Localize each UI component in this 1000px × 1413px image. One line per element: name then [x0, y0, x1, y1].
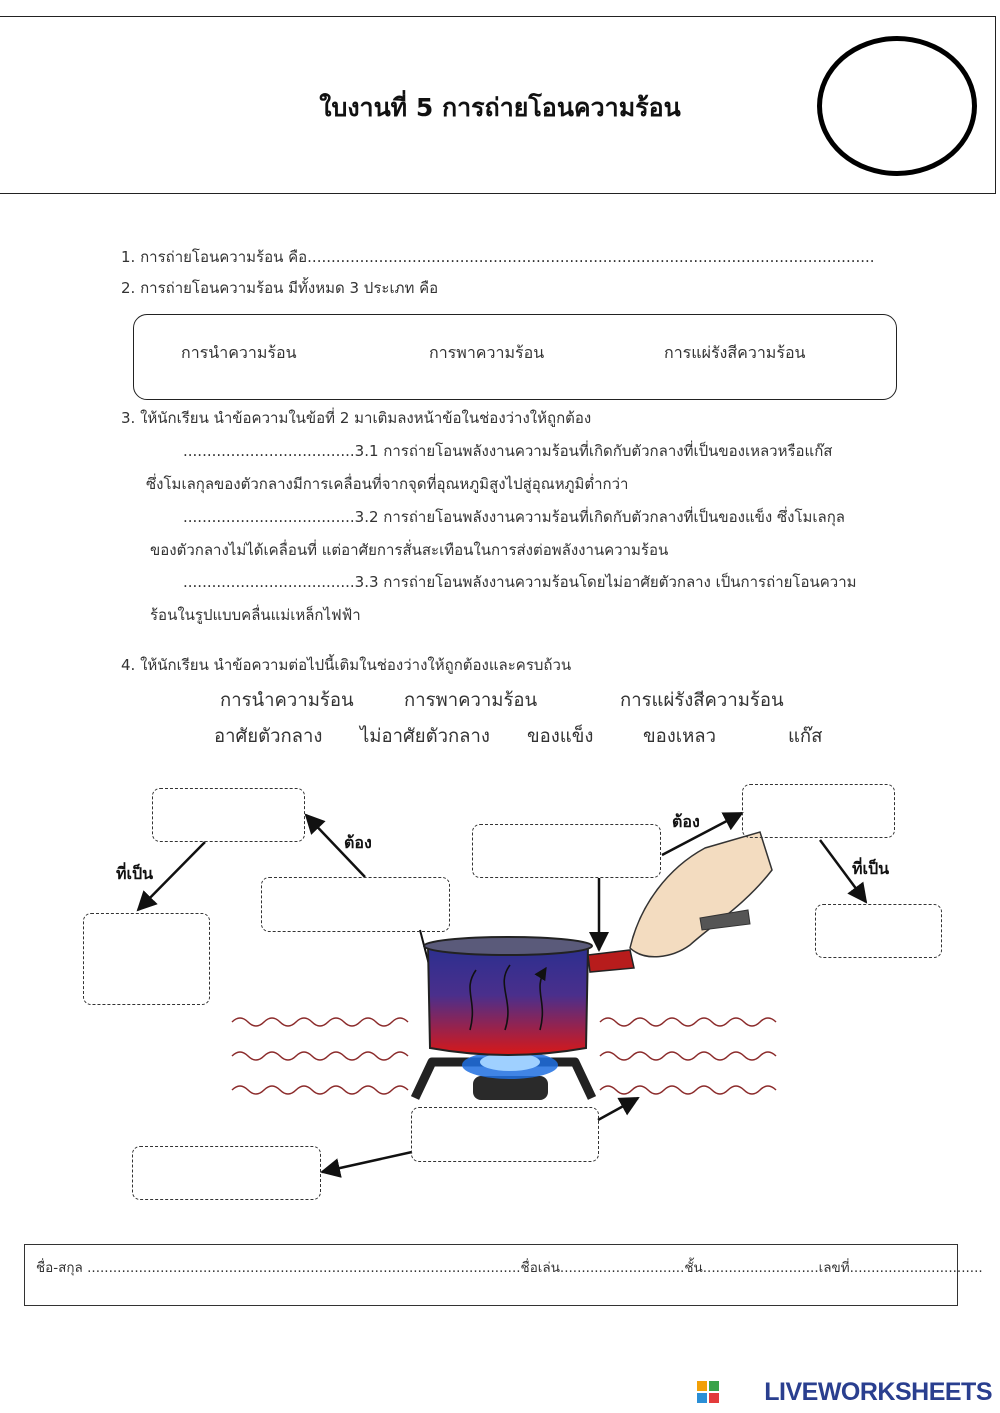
question-4: 4. ให้นักเรียน นำข้อความต่อไปนี้เติมในช่… — [121, 656, 572, 674]
word-convection: การพาความร้อน — [404, 690, 538, 711]
wave-5 — [599, 1051, 777, 1061]
arrow-bottom-left — [320, 1150, 413, 1178]
question-3-1-line2: ซึ่งโมเลกุลของตัวกลางมีการเคลื่อนที่จากจ… — [146, 475, 629, 493]
score-circle — [817, 36, 977, 176]
liveworksheets-logo-icon — [697, 1381, 719, 1403]
wave-2 — [231, 1051, 409, 1061]
label-right-must: ต้อง — [672, 812, 700, 831]
answer-box-6[interactable] — [815, 904, 942, 958]
wave-6 — [599, 1085, 777, 1095]
student-info-frame — [24, 1244, 958, 1306]
handle-end — [699, 909, 751, 931]
heat-transfer-diagram — [136, 811, 868, 1178]
answer-box-3[interactable] — [261, 877, 450, 932]
wave-3 — [231, 1085, 409, 1095]
question-2: 2. การถ่ายโอนความร้อน มีทั้งหมด 3 ประเภท… — [121, 279, 439, 297]
label-left-must: ต้อง — [344, 833, 372, 852]
type-conduction: การนำความร้อน — [181, 343, 297, 362]
answer-box-5[interactable] — [742, 784, 895, 838]
question-3-3-line2: ร้อนในรูปแบบคลื่นแม่เหล็กไฟฟ้า — [150, 606, 361, 624]
word-with-medium: อาศัยตัวกลาง — [214, 726, 323, 747]
answer-box-7[interactable] — [411, 1107, 599, 1162]
heat-types-box — [133, 314, 897, 400]
pot-rim — [423, 936, 593, 956]
question-3-3-line1: ....................................3.3 … — [183, 573, 857, 591]
arrow-left-must — [304, 813, 366, 878]
arrow-bottom-right — [597, 1096, 640, 1122]
arrow-left-that-is — [136, 841, 206, 912]
question-1: 1. การถ่ายโอนความร้อน คือ...............… — [121, 248, 875, 266]
question-3: 3. ให้นักเรียน นำข้อความในข้อที่ 2 มาเติ… — [121, 409, 592, 427]
question-3-2-line1: ....................................3.2 … — [183, 508, 845, 526]
student-info-line: ชื่อ-สกุล ..............................… — [36, 1260, 983, 1276]
worksheet-title: ใบงานที่ 5 การถ่ายโอนความร้อน — [319, 93, 681, 122]
word-conduction: การนำความร้อน — [220, 690, 354, 711]
word-gas: แก๊ส — [788, 726, 823, 747]
hand — [629, 831, 773, 958]
wave-1 — [231, 1017, 409, 1027]
pot-handle — [587, 949, 635, 973]
answer-box-4[interactable] — [472, 824, 661, 878]
pot-body — [426, 945, 590, 1056]
flame-core — [480, 1053, 540, 1071]
burner — [473, 1076, 548, 1100]
word-without-medium: ไม่อาศัยตัวกลาง — [360, 726, 490, 747]
word-solid: ของแข็ง — [527, 726, 594, 747]
liveworksheets-brand: LIVEWORKSHEETS — [764, 1378, 992, 1406]
question-3-2-line2: ของตัวกลางไม่ได้เคลื่อนที่ แต่อาศัยการสั… — [150, 541, 669, 559]
convection-currents — [469, 965, 546, 1031]
label-right-that-is: ที่เป็น — [852, 859, 890, 878]
arrow-right-must — [661, 811, 744, 857]
type-convection: การพาความร้อน — [429, 343, 545, 362]
answer-box-8[interactable] — [132, 1146, 321, 1200]
question-3-1-line1: ....................................3.1 … — [183, 442, 833, 460]
answer-box-2[interactable] — [83, 913, 210, 1005]
type-radiation: การแผ่รังสีความร้อน — [664, 343, 806, 362]
header-frame — [0, 16, 996, 194]
label-left-that-is: ที่เป็น — [116, 864, 154, 883]
answer-box-1[interactable] — [152, 788, 305, 842]
word-liquid: ของเหลว — [643, 726, 717, 747]
arrow-right-that-is — [818, 839, 868, 904]
word-radiation: การแผ่รังสีความร้อน — [620, 690, 784, 711]
wave-4 — [599, 1017, 777, 1027]
